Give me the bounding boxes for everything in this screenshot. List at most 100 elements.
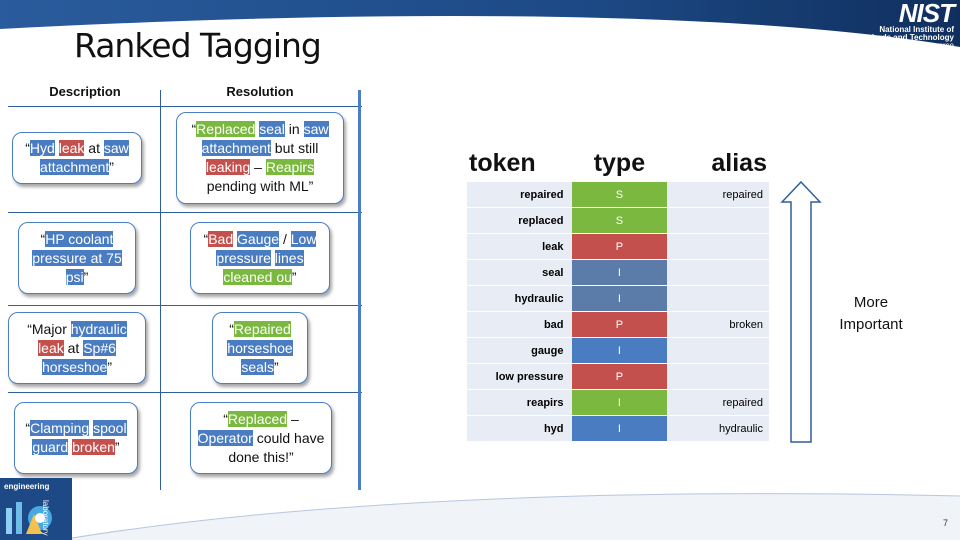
- token-cell: reapirs: [467, 389, 572, 416]
- type-cell: P: [571, 311, 668, 338]
- token-cell: low pressure: [467, 363, 572, 390]
- token-cell: leak: [467, 233, 572, 260]
- tagged-token-red: leaking: [205, 159, 251, 175]
- tagged-token-blue: attachment: [201, 140, 271, 156]
- card-text: ”: [109, 159, 114, 175]
- alias-cell: repaired: [667, 389, 769, 416]
- type-cell: S: [571, 181, 668, 208]
- tagged-token-blue: hydraulic: [70, 320, 127, 337]
- nist-logo: NIST National Institute of Standards and…: [844, 0, 955, 50]
- column-header-description: Description: [49, 84, 121, 99]
- type-cell: I: [571, 285, 668, 312]
- card-text: at: [84, 140, 104, 156]
- tagged-token-red: Bad: [208, 230, 234, 247]
- importance-label-line2: Important: [839, 316, 903, 333]
- tagged-token-green: Repaired: [233, 320, 291, 337]
- page-number: 7: [942, 518, 948, 528]
- card-text: “: [203, 230, 209, 247]
- tagged-token-green: cleaned ou: [223, 268, 292, 285]
- lab-name-line1: engineering: [4, 482, 50, 491]
- column-header-resolution: Resolution: [226, 84, 294, 99]
- header-band: [0, 0, 960, 48]
- org-line-2: Standards and Technology: [851, 33, 954, 42]
- importance-label: More Important: [826, 292, 916, 336]
- card-text: ”: [114, 439, 120, 455]
- card-text: “: [25, 140, 30, 156]
- alias-cell: [667, 233, 769, 260]
- token-cell: hydraulic: [467, 285, 572, 312]
- alias-cell: hydraulic: [667, 415, 769, 442]
- token-header: token: [467, 146, 572, 182]
- type-cell: I: [571, 337, 668, 364]
- tagged-token-blue: Operator: [197, 429, 253, 446]
- alias-cell: [667, 207, 769, 234]
- card-text: in: [284, 121, 304, 137]
- grid-edge: [358, 90, 361, 490]
- card-text: at: [63, 339, 84, 356]
- type-cell: P: [571, 233, 668, 260]
- grid-line: [8, 106, 362, 107]
- tagged-token-blue: HP coolant pressure at 75 psi: [32, 230, 122, 285]
- token-cell: seal: [467, 259, 572, 286]
- card-text: “: [229, 320, 234, 337]
- card-text: ”: [274, 358, 279, 375]
- tagged-token-blue: seals: [241, 358, 274, 375]
- grid-line: [8, 212, 362, 213]
- tagged-token-green: Replaced: [227, 410, 288, 427]
- resolution-card: “Repaired horseshoe seals”: [212, 312, 308, 384]
- resolution-card: “Bad Gauge / Low pressure lines cleaned …: [190, 222, 330, 294]
- tagged-token-blue: saw: [103, 140, 129, 156]
- type-cell: P: [571, 363, 668, 390]
- card-text: but still: [270, 140, 319, 156]
- type-cell: I: [571, 415, 668, 442]
- card-text: ”: [83, 268, 89, 285]
- token-table-header: token type alias: [467, 146, 769, 182]
- description-card: “Major hydraulic leak at Sp#6 horseshoe”: [8, 312, 146, 384]
- tagged-token-blue: saw: [303, 121, 329, 137]
- org-line-3: U.S. Department of Commerce: [844, 41, 954, 50]
- nist-logo-mark: NIST: [898, 0, 955, 28]
- tagged-token-blue: horseshoe: [227, 339, 293, 356]
- card-text: “: [40, 230, 46, 247]
- alias-cell: [667, 259, 769, 286]
- tagged-token-blue: attachment: [40, 159, 110, 175]
- card-text: ”: [107, 358, 113, 375]
- card-text: “: [223, 410, 228, 427]
- tagged-token-green: Replaced: [196, 121, 256, 137]
- up-arrow-icon: [780, 180, 822, 443]
- tagged-token-blue: lines: [274, 249, 304, 266]
- card-text: “: [25, 420, 31, 436]
- alias-header: alias: [667, 146, 769, 182]
- description-card: “Clamping spool guard broken”: [14, 402, 138, 474]
- tagged-token-red: leak: [38, 339, 64, 356]
- org-line-1: National Institute of: [879, 25, 954, 34]
- card-text: “: [191, 121, 197, 137]
- tagged-token-green: Reapirs: [265, 159, 315, 175]
- type-cell: S: [571, 207, 668, 234]
- resolution-card: “Replaced seal in saw attachment but sti…: [176, 112, 344, 204]
- card-text: could have done this!”: [228, 429, 325, 465]
- tagged-token-blue: Clamping: [30, 420, 90, 436]
- card-text: –: [250, 159, 266, 175]
- card-text: “Major: [27, 320, 71, 337]
- card-text: –: [287, 410, 299, 427]
- card-text: pending with ML”: [206, 178, 314, 194]
- alias-cell: [667, 363, 769, 390]
- token-cell: bad: [467, 311, 572, 338]
- grid-line: [8, 305, 362, 306]
- token-cell: replaced: [467, 207, 572, 234]
- type-cell: I: [571, 389, 668, 416]
- tagged-token-blue: seal: [259, 121, 285, 137]
- alias-cell: repaired: [667, 181, 769, 208]
- type-header: type: [571, 146, 668, 182]
- grid-line: [160, 90, 161, 490]
- tagged-token-red: broken: [72, 439, 115, 455]
- card-text: /: [279, 230, 291, 247]
